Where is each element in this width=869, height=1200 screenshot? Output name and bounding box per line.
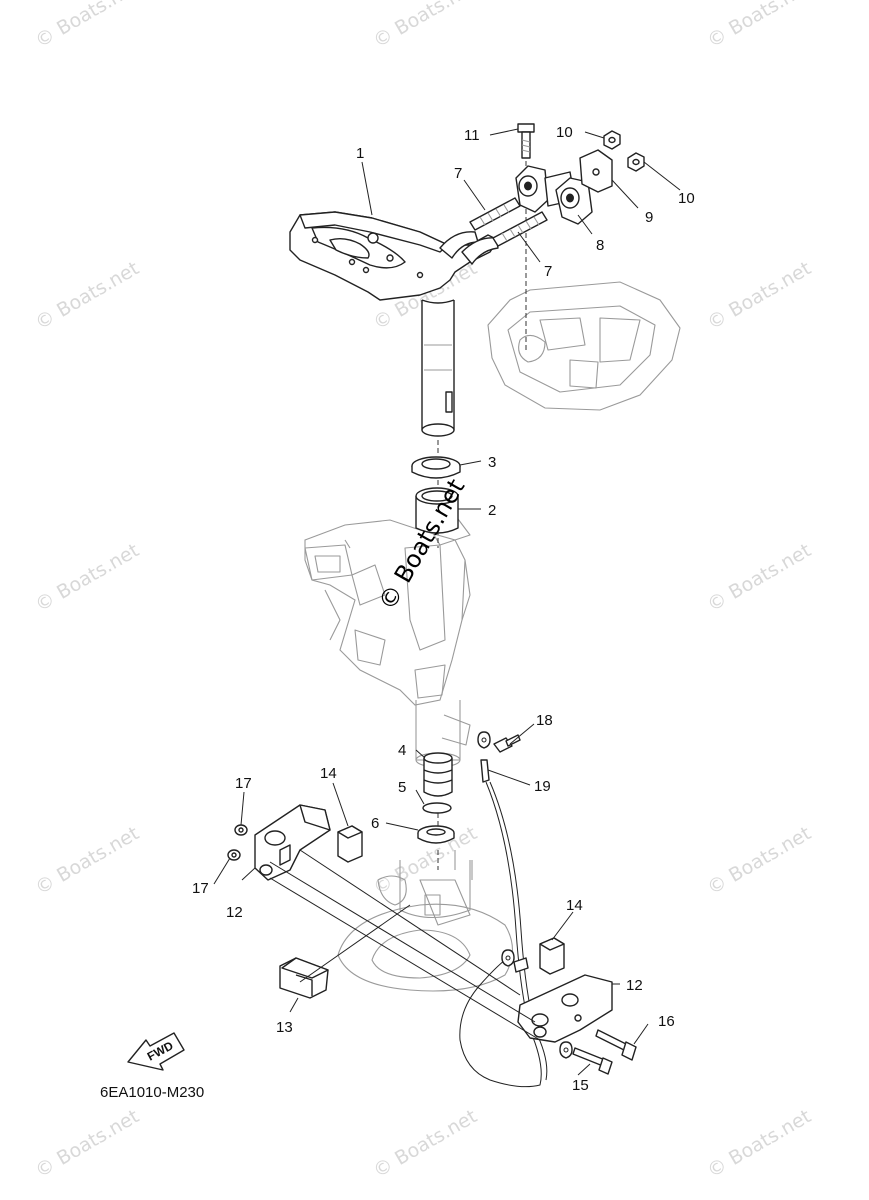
part-9-plate <box>579 149 613 193</box>
part-5-o-ring <box>422 802 452 814</box>
callout-14-lower: 14 <box>566 897 583 914</box>
watermark: © Boats.net <box>32 0 143 52</box>
watermark: © Boats.net <box>704 822 815 899</box>
watermark: © Boats.net <box>704 1105 815 1182</box>
part-16-bolt <box>595 1029 637 1061</box>
callouts: 1 2 3 4 5 6 7 7 8 9 10 10 11 12 12 13 14… <box>192 124 695 1094</box>
part-14-rubber-upper <box>337 825 363 863</box>
watermark: © Boats.net <box>704 539 815 616</box>
part-17-washer-upper <box>234 824 248 836</box>
callout-2: 2 <box>488 502 496 519</box>
part-17-washer-lower <box>227 849 241 861</box>
watermark: © Boats.net <box>32 1105 143 1182</box>
callout-3: 3 <box>488 454 496 471</box>
part-7-stud-lower <box>492 211 548 247</box>
through-bolts <box>269 849 541 1041</box>
callout-1: 1 <box>356 145 364 162</box>
callout-15: 15 <box>572 1077 589 1094</box>
part-3-flange-bushing <box>411 456 461 479</box>
ghost-bottom-cowling-cover <box>487 281 681 411</box>
watermark: © Boats.net <box>32 257 143 334</box>
leader-lines <box>213 128 681 1076</box>
part-2-bushing <box>415 487 459 534</box>
part-1-steering-bracket <box>289 211 499 437</box>
part-18-screw <box>493 734 521 753</box>
part-11-bolt <box>517 123 535 159</box>
callout-14-upper: 14 <box>320 765 337 782</box>
watermark: © Boats.net <box>32 822 143 899</box>
watermark: © Boats.net <box>704 257 815 334</box>
ghost-swivel-bracket <box>304 514 471 706</box>
watermark: © Boats.net <box>370 0 481 52</box>
part-6-seal <box>417 825 455 844</box>
callout-12-left: 12 <box>226 904 243 921</box>
part-7-stud-upper <box>469 197 521 231</box>
part-10-nut-lower <box>627 152 645 172</box>
fwd-arrow-icon: FWD <box>127 1032 185 1071</box>
callout-9: 9 <box>645 209 653 226</box>
part-12-mount-bracket-left <box>254 804 331 881</box>
watermark: © Boats.net <box>370 1105 481 1182</box>
callout-13: 13 <box>276 1019 293 1036</box>
callout-6: 6 <box>371 815 379 832</box>
callout-17-upper: 17 <box>235 775 252 792</box>
part-15-bolt <box>572 1047 613 1075</box>
callout-5: 5 <box>398 779 406 796</box>
callout-8: 8 <box>596 237 604 254</box>
drawing-code: 6EA1010-M230 <box>100 1084 204 1101</box>
watermark: © Boats.net <box>32 539 143 616</box>
part-8-upper-mount <box>515 165 593 225</box>
part-10-nut-upper <box>603 130 621 150</box>
callout-4: 4 <box>398 742 406 759</box>
ghost-lower-case <box>337 860 514 992</box>
part-12-mount-bracket-right <box>517 974 613 1043</box>
callout-16: 16 <box>658 1013 675 1030</box>
callout-12-right: 12 <box>626 977 643 994</box>
callout-10-lower: 10 <box>678 190 695 207</box>
callout-10-upper: 10 <box>556 124 573 141</box>
callout-11: 11 <box>464 127 480 144</box>
callout-18: 18 <box>536 712 553 729</box>
callout-7-upper: 7 <box>454 165 462 182</box>
callout-17-lower: 17 <box>192 880 209 897</box>
part-13-damper <box>279 957 329 999</box>
callout-19: 19 <box>534 778 551 795</box>
callout-7-lower: 7 <box>544 263 552 280</box>
part-14-rubber-lower <box>539 937 565 975</box>
part-4-lower-bushing <box>423 752 453 797</box>
watermark: © Boats.net <box>704 0 815 52</box>
